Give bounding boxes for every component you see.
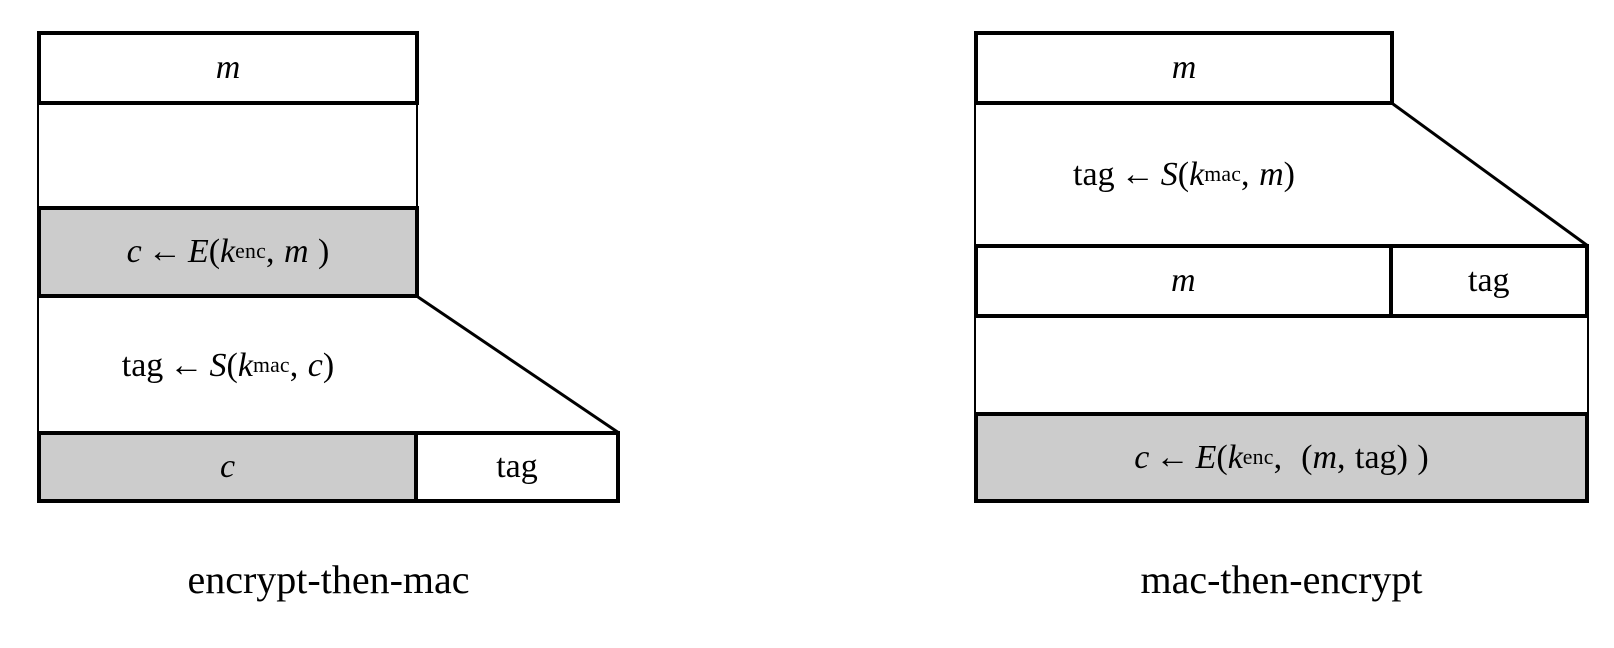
right-middle-box: m tag (974, 244, 1589, 318)
right-encrypt-E: E (1195, 438, 1217, 476)
right-caption: mac-then-encrypt (974, 560, 1589, 600)
right-encrypt-box (974, 412, 1589, 503)
left-encrypt-k: k (220, 233, 236, 270)
right-encrypt-formula: c ← E ( k enc , ( m , tag ) ) (974, 412, 1589, 503)
right-middle-cell-tag: tag (1393, 248, 1585, 314)
right-mac-arrow: ← (1120, 155, 1155, 193)
right-rail-right-lower (1587, 314, 1589, 418)
left-mac-formula: tag ← S ( k mac , c ) (37, 300, 419, 432)
left-output-label-c: c (219, 448, 236, 485)
right-encrypt-c: c (1134, 438, 1150, 476)
right-encrypt-comma: , (1273, 438, 1283, 476)
left-mac-arg: c (307, 347, 323, 384)
right-encrypt-k-subscript: enc (1242, 444, 1274, 469)
left-encrypt-open-paren: ( (208, 233, 221, 270)
left-mac-tag: tag (121, 347, 164, 384)
right-middle-cell-m: m (978, 248, 1393, 314)
right-input-box: m (974, 31, 1394, 105)
right-mac-arg: m (1259, 155, 1284, 193)
right-mac-comma: , (1241, 155, 1250, 193)
right-mac-S: S (1160, 155, 1178, 193)
right-encrypt-tag: tag (1355, 438, 1397, 476)
right-encrypt-inner-comma: , (1337, 438, 1346, 476)
right-mac-k-subscript: mac (1204, 161, 1242, 186)
left-mac-arrow: ← (169, 347, 204, 384)
left-mac-k-subscript: mac (252, 353, 290, 378)
left-caption-text: encrypt-then-mac (187, 557, 470, 602)
right-mac-tag: tag (1073, 155, 1115, 193)
left-mac-open-paren: ( (226, 347, 238, 384)
left-encrypt-k-subscript: enc (235, 239, 266, 264)
right-encrypt-close-paren: ) (1417, 438, 1429, 476)
left-mac-close-paren: ) (322, 347, 335, 384)
left-encrypt-m: m (283, 233, 309, 270)
left-mac-k: k (237, 347, 253, 384)
left-output-label-tag: tag (496, 448, 538, 485)
right-encrypt-arrow: ← (1155, 438, 1190, 476)
right-encrypt-inner-open-paren: ( (1301, 438, 1313, 476)
left-encrypt-box (37, 206, 419, 298)
left-caption: encrypt-then-mac (37, 560, 620, 600)
right-encrypt-m: m (1312, 438, 1337, 476)
right-mac-open-paren: ( (1177, 155, 1190, 193)
left-mac-comma: , (289, 347, 299, 384)
left-encrypt-c: c (126, 233, 142, 270)
left-rail-right-upper (416, 100, 418, 210)
left-encrypt-comma: , (265, 233, 275, 270)
left-encrypt-close-paren: ) (318, 233, 330, 270)
left-mac-S: S (209, 347, 227, 384)
right-middle-label-m: m (1170, 262, 1196, 299)
left-encrypt-E: E (187, 233, 209, 270)
left-encrypt-arrow: ← (147, 233, 182, 270)
right-caption-text: mac-then-encrypt (1140, 557, 1423, 602)
left-encrypt-formula: c ← E ( k enc , m ) (37, 206, 419, 298)
left-output-cell-c: c (41, 435, 418, 499)
right-mac-k: k (1189, 155, 1205, 193)
left-input-box: m (37, 31, 419, 105)
right-input-label: m (1171, 49, 1197, 86)
right-middle-label-tag: tag (1468, 262, 1510, 299)
left-output-cell-tag: tag (418, 435, 616, 499)
right-encrypt-open-paren: ( (1216, 438, 1228, 476)
right-mac-close-paren: ) (1283, 155, 1295, 193)
right-encrypt-inner-close-paren: ) (1396, 438, 1408, 476)
left-input-label: m (215, 49, 241, 86)
right-mac-formula: tag ← S ( k mac , m ) (974, 105, 1394, 244)
left-output-box: c tag (37, 431, 620, 503)
right-encrypt-k: k (1227, 438, 1243, 476)
